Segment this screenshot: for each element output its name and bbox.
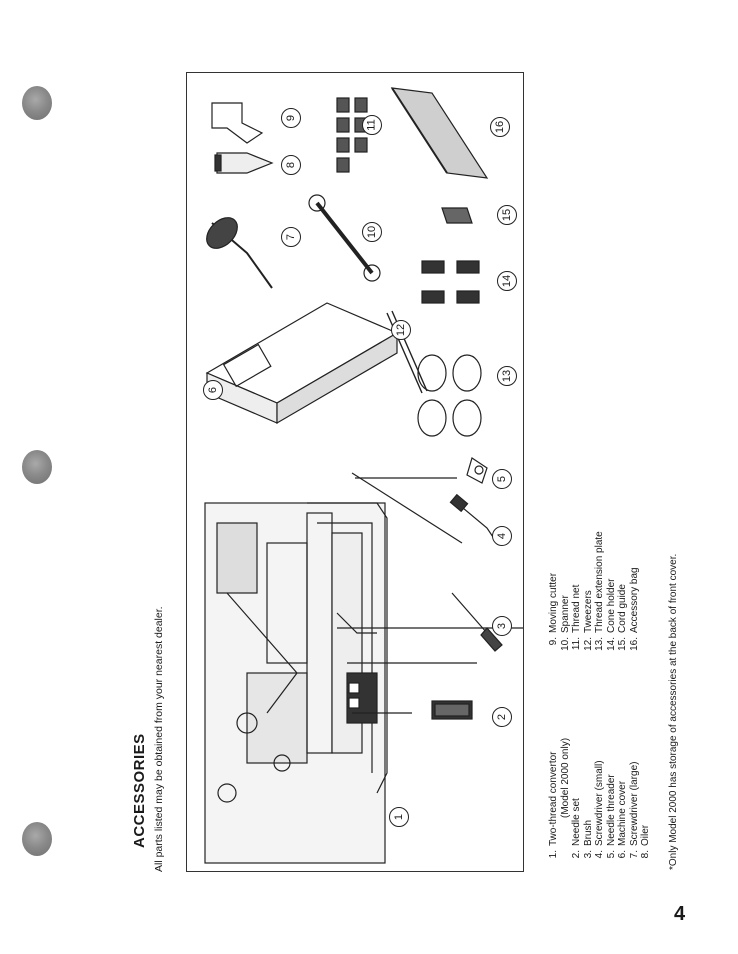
callout-14: 14 xyxy=(497,271,517,291)
binding-hole-middle xyxy=(22,450,52,484)
callout-7: 7 xyxy=(281,227,301,247)
callout-10: 10 xyxy=(362,222,382,242)
serger-machine-drawing xyxy=(204,502,388,864)
list-item: 3.Brush xyxy=(582,819,594,859)
callout-12: 12 xyxy=(391,320,411,340)
accessories-illustration xyxy=(204,87,523,864)
callout-6: 6 xyxy=(203,380,223,400)
list-item: 7.Screwdriver (large) xyxy=(628,761,640,859)
list-item: 15.Cord guide xyxy=(617,584,628,651)
illustration-frame xyxy=(186,72,524,872)
accessory-bag-drawing xyxy=(390,87,489,179)
list-item: 16.Accessory bag xyxy=(628,567,640,651)
footnote: *Only Model 2000 has storage of accessor… xyxy=(668,553,679,870)
callout-16: 16 xyxy=(490,117,510,137)
callout-15: 15 xyxy=(497,205,517,225)
list-item: (Model 2000 only) xyxy=(559,737,571,818)
callout-11: 11 xyxy=(362,115,382,135)
page-number: 4 xyxy=(674,903,686,925)
list-item: 10.Spanner xyxy=(559,595,571,651)
page-subtitle: All parts listed may be obtained from yo… xyxy=(153,606,165,872)
callout-5: 5 xyxy=(492,469,512,489)
page-title: ACCESSORIES xyxy=(131,733,148,848)
callout-3: 3 xyxy=(492,616,512,636)
callout-1: 1 xyxy=(389,807,409,827)
parts-list-left: 1.Two-thread convertor (Model 2000 only)… xyxy=(548,738,652,870)
list-item: 6.Machine cover xyxy=(617,780,628,859)
list-item: 1.Two-thread convertor xyxy=(548,751,559,859)
callout-2: 2 xyxy=(492,707,512,727)
list-item: 4.Screwdriver (small) xyxy=(594,760,605,859)
list-item: 5.Needle threader xyxy=(605,774,617,859)
list-item: 14.Cone holder xyxy=(605,578,617,651)
callout-13: 13 xyxy=(497,366,517,386)
list-item: 13.Thread extension plate xyxy=(594,531,605,651)
binding-hole-bottom xyxy=(22,822,52,856)
callout-4: 4 xyxy=(492,526,512,546)
list-item: 12.Tweezers xyxy=(582,590,594,651)
binding-hole-top xyxy=(22,86,52,120)
list-item: 8.Oiler xyxy=(640,824,651,859)
list-item: 9.Moving cutter xyxy=(548,572,559,646)
list-item: 11.Thread net xyxy=(571,584,582,651)
callout-9: 9 xyxy=(281,108,301,128)
parts-list-right: 9.Moving cutter 10.Spanner 11.Thread net… xyxy=(548,531,640,657)
callout-8: 8 xyxy=(281,155,301,175)
list-item: 2.Needle set xyxy=(571,798,582,859)
machine-cover-drawing xyxy=(205,302,399,425)
